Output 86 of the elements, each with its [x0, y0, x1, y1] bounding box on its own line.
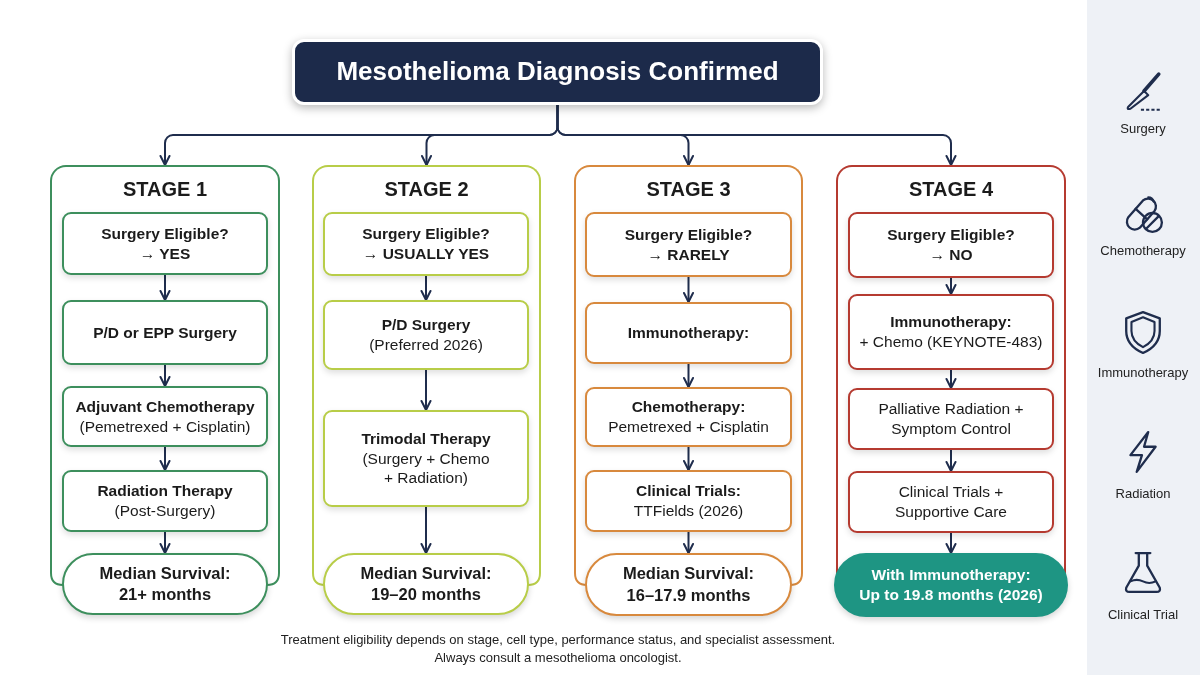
step-detail: (Surgery + Chemo + Radiation) [361, 448, 491, 489]
arrow [159, 364, 171, 387]
process-box [62, 300, 268, 365]
arrow [420, 506, 432, 554]
decision-box [585, 212, 792, 277]
outcome-pill [585, 553, 792, 616]
step-title: P/D Surgery [381, 315, 471, 335]
arrow [945, 449, 957, 472]
arrow [683, 531, 694, 554]
process-box [323, 300, 529, 370]
step-detail: Pemetrexed + Cisplatin [608, 417, 769, 437]
process-box [62, 470, 268, 532]
step-title: Trimodal Therapy [361, 428, 491, 449]
question-text: Surgery Eligible? [101, 223, 229, 244]
process-box [848, 471, 1054, 533]
process-box [585, 302, 792, 364]
sidebar-label: Surgery [1120, 121, 1166, 137]
decision-box [62, 212, 268, 275]
arrow [556, 104, 957, 166]
arrow [683, 446, 694, 471]
outcome-label: Median Survival: [360, 562, 492, 584]
outcome-pill [323, 553, 529, 615]
step-detail: + Chemo (KEYNOTE-483) [859, 332, 1043, 352]
arrow [159, 531, 171, 554]
step-title: Immunotherapy: [627, 323, 750, 343]
outcome-value: 19–20 months [370, 584, 481, 605]
step-title: Adjuvant Chemotherapy [75, 396, 255, 417]
question-text: Surgery Eligible? [362, 224, 490, 244]
outcome-label: Median Survival: [99, 562, 231, 584]
arrow [420, 275, 432, 301]
answer-text: → USUALLY YES [362, 244, 490, 264]
arrow [159, 274, 171, 301]
process-box [848, 294, 1054, 370]
arrow [159, 446, 171, 471]
outcome-pill [62, 553, 268, 615]
decision-box [323, 212, 529, 276]
outcome-value: 21+ months [118, 584, 212, 605]
answer-text: → NO [929, 245, 973, 265]
sidebar-label: Clinical Trial [1107, 607, 1179, 623]
stage-panel [836, 165, 1066, 553]
question-text: Surgery Eligible? [887, 225, 1015, 245]
stage-panel [574, 165, 803, 553]
sidebar-label: Immunotherapy [1097, 365, 1189, 381]
step-title: Immunotherapy: [890, 312, 1012, 332]
arrow [945, 277, 957, 295]
step-title: Chemotherapy: [631, 397, 746, 417]
outcome-value: 16–17.9 months [626, 584, 751, 606]
outcome-label: With Immunotherapy: [871, 565, 1031, 585]
step-detail: (Post-Surgery) [114, 501, 216, 521]
outcome-value: Up to 19.8 months (2026) [859, 585, 1043, 605]
step-detail: TTFields (2026) [633, 501, 744, 521]
step-title: Radiation Therapy [97, 481, 233, 501]
step-text: Clinical Trials + Supportive Care [894, 482, 1008, 522]
footnote-text: Treatment eligibility depends on stage, cell type, performance status, and specialist assessment. [280, 632, 836, 648]
arrow [683, 276, 694, 303]
stage-heading: STAGE 1 [121, 177, 209, 201]
stage-heading: STAGE 2 [383, 177, 470, 201]
title-banner [292, 39, 823, 105]
process-box [62, 386, 268, 447]
arrow [683, 363, 694, 388]
title-text: Mesothelioma Diagnosis Confirmed [336, 55, 779, 89]
stage-heading: STAGE 3 [645, 177, 732, 201]
sidebar-label: Chemotherapy [1100, 243, 1186, 259]
arrow [420, 369, 432, 411]
stage-panel [50, 165, 280, 553]
step-title: Clinical Trials: [635, 481, 742, 501]
outcome-pill [834, 553, 1068, 617]
answer-text: → YES [139, 243, 191, 264]
process-box [585, 387, 792, 447]
outcome-label: Median Survival: [622, 563, 755, 585]
process-box [585, 470, 792, 532]
question-text: Surgery Eligible? [624, 224, 753, 245]
stage-heading: STAGE 4 [907, 177, 995, 201]
arrow [945, 532, 957, 554]
sidebar-label: Radiation [1115, 486, 1171, 502]
step-text: Palliative Radiation + Symptom Control [877, 399, 1025, 439]
step-title: P/D or EPP Surgery [93, 322, 237, 343]
process-box [848, 388, 1054, 450]
step-detail: (Preferred 2026) [369, 335, 483, 355]
step-detail: (Pemetrexed + Cisplatin) [79, 416, 251, 437]
stage-panel [312, 165, 541, 553]
footnote-text: Always consult a mesothelioma oncologist. [434, 650, 682, 666]
process-box [323, 410, 529, 507]
arrow [945, 369, 957, 389]
decision-box [848, 212, 1054, 278]
answer-text: → RARELY [647, 244, 730, 265]
